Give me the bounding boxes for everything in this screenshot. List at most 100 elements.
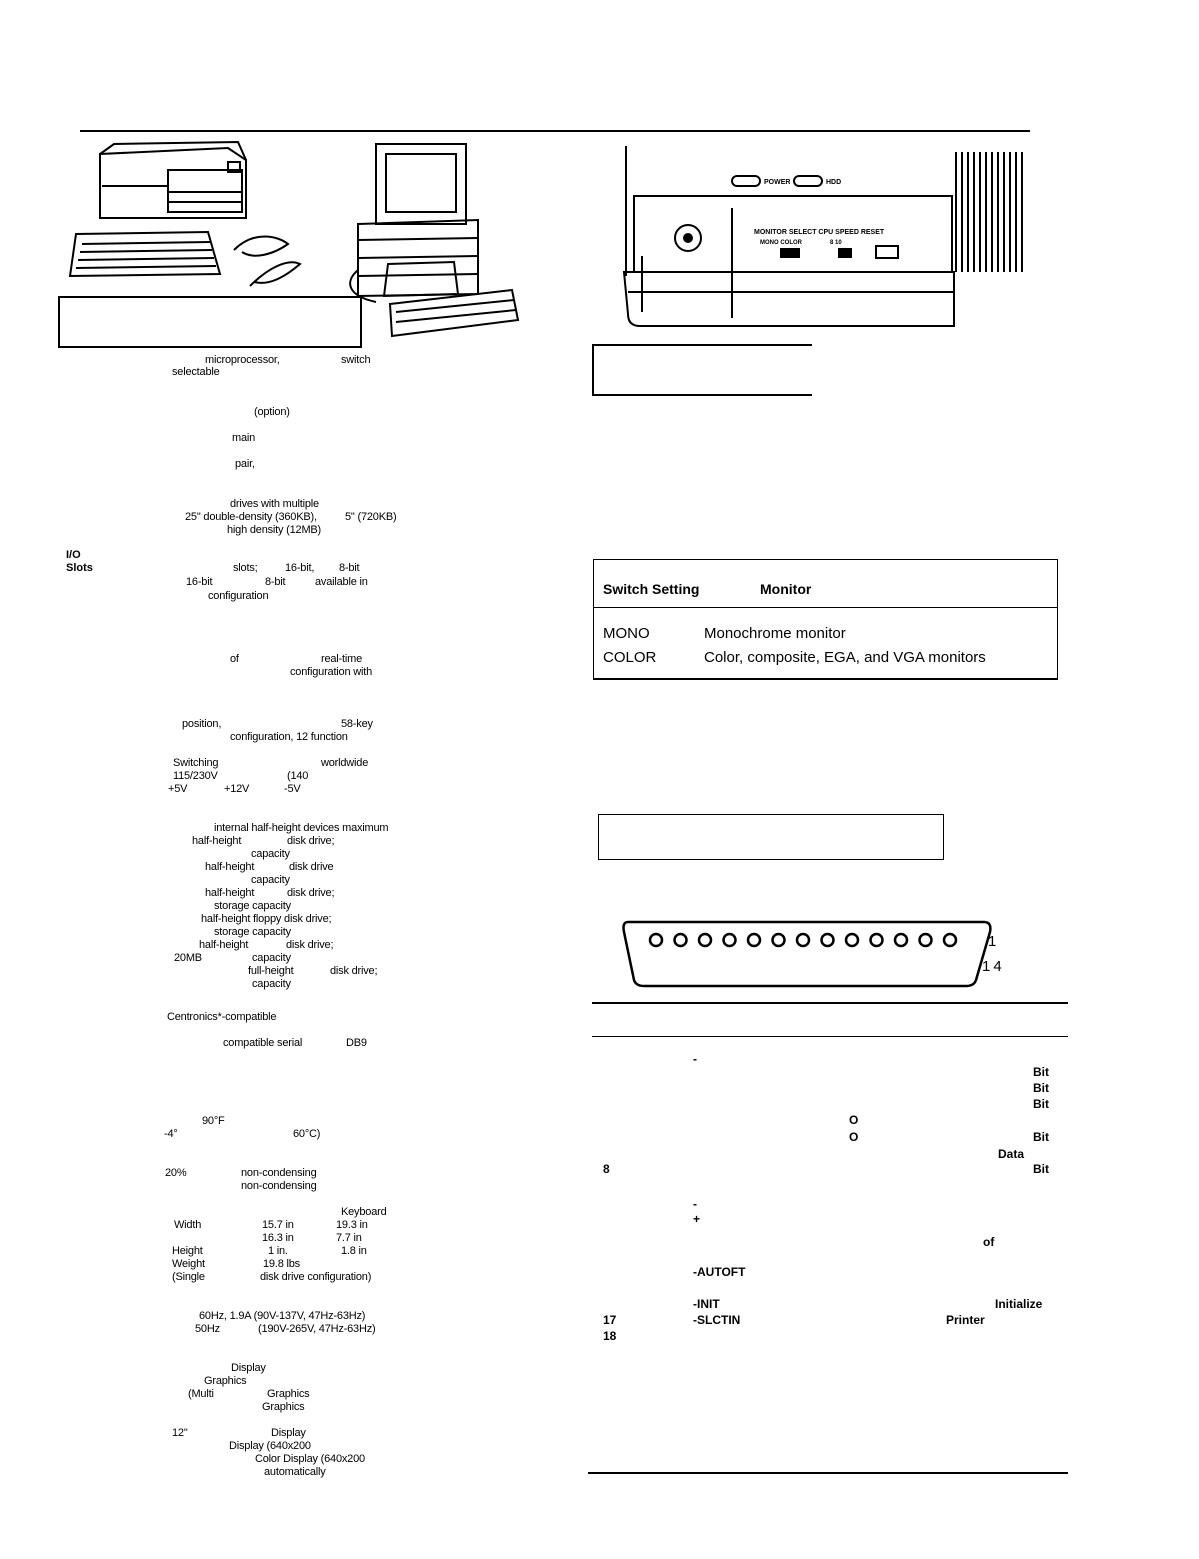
spec-text-65: 1 in. — [268, 1245, 288, 1257]
spec-text-2: selectable — [172, 366, 220, 378]
spec-text-50: compatible serial — [223, 1037, 303, 1049]
spec-text-74: Display — [231, 1362, 266, 1374]
ventilation-grille — [955, 152, 1023, 272]
spec-text-13: 16-bit — [186, 576, 213, 588]
spec-text-16: configuration — [208, 590, 269, 602]
spec-text-6: drives with multiple — [230, 498, 319, 510]
spec-text-1: switch — [341, 354, 371, 366]
spec-text-82: Color Display (640x200 — [255, 1453, 365, 1465]
spec-text-46: full-height — [248, 965, 294, 977]
pin-cell-19: 18 — [603, 1329, 617, 1343]
pin-cell-16: 17 — [603, 1313, 617, 1327]
pin-cell-14: -INIT — [693, 1297, 720, 1311]
spec-text-53: -4° — [164, 1128, 178, 1140]
spec-text-69: (Single — [172, 1271, 205, 1283]
pin-cell-15: Initialize — [995, 1297, 1043, 1311]
hdd-label: HDD — [826, 179, 841, 186]
spec-text-59: Width — [174, 1219, 202, 1231]
spec-text-45: capacity — [252, 952, 291, 964]
cpu-speed-switch[interactable] — [838, 248, 852, 258]
spec-text-10: slots; — [233, 562, 258, 574]
pin-cell-3: Bit — [1033, 1097, 1049, 1111]
spec-text-22: configuration, 12 function — [230, 731, 348, 743]
spec-text-5: pair, — [235, 458, 255, 470]
spec-text-40: half-height floppy disk drive; — [201, 913, 332, 925]
connector-caption-box — [598, 814, 944, 860]
spec-text-42: half-height — [199, 939, 249, 951]
pin-cell-0: - — [693, 1052, 697, 1066]
spec-text-32: disk drive; — [287, 835, 335, 847]
monitor-select-switch[interactable] — [780, 248, 800, 258]
spec-text-24: worldwide — [321, 757, 369, 769]
spec-text-47: disk drive; — [330, 965, 378, 977]
spec-text-58: Keyboard — [341, 1206, 387, 1218]
spec-text-77: Graphics — [267, 1388, 310, 1400]
connector-pin-1 — [648, 932, 664, 948]
table-row-color-setting: COLOR — [603, 649, 657, 666]
spec-text-3: (option) — [254, 406, 290, 418]
connector-pin-11 — [893, 932, 909, 948]
spec-text-7: 25" double-density (360KB), — [185, 511, 317, 523]
spec-text-39: storage capacity — [214, 900, 291, 912]
right-figure-caption-box — [592, 344, 812, 396]
spec-text-11: 16-bit, — [285, 562, 315, 574]
keyboard-icon — [68, 230, 222, 278]
table-row-color-monitor: Color, composite, EGA, and VGA monitors — [704, 649, 986, 666]
spec-text-15: available in — [315, 576, 368, 588]
table-header-rule — [594, 607, 1057, 608]
pin-cell-8: 8 — [603, 1162, 610, 1176]
spec-text-62: 16.3 in — [262, 1232, 294, 1244]
spec-text-51: DB9 — [346, 1037, 367, 1049]
spec-text-61: 19.3 in — [336, 1219, 368, 1231]
spec-text-31: half-height — [192, 835, 242, 847]
spec-text-70: disk drive configuration) — [260, 1271, 372, 1283]
power-label: POWER — [764, 179, 790, 186]
pin-cell-7: Data — [998, 1147, 1025, 1161]
connector-pin-10 — [869, 932, 884, 948]
connector-pin-12 — [918, 932, 933, 948]
spec-text-30: internal half-height devices maximum — [214, 822, 389, 834]
spec-text-76: (Multi — [188, 1388, 214, 1400]
connector-pin-5 — [746, 932, 762, 948]
connector-pin-9 — [844, 932, 860, 948]
connector-pin-6 — [771, 932, 786, 948]
reset-button[interactable] — [875, 245, 899, 259]
pin-cell-2: Bit — [1033, 1081, 1049, 1095]
spec-text-17: of — [230, 653, 239, 665]
pin-cell-18: Printer — [946, 1313, 985, 1327]
pin-cell-5: O — [849, 1130, 859, 1144]
table-header-setting: Switch Setting — [603, 581, 700, 597]
spec-text-54: 60°C) — [293, 1128, 321, 1140]
spec-text-44: 20MB — [174, 952, 202, 964]
spec-text-67: Weight — [172, 1258, 205, 1270]
pin-cell-10: - — [693, 1197, 697, 1211]
connector-pin-4 — [722, 932, 737, 948]
spec-text-63: 7.7 in — [336, 1232, 362, 1244]
spec-text-64: Height — [172, 1245, 203, 1257]
spec-text-43: disk drive; — [286, 939, 334, 951]
left-figure-caption-box — [58, 296, 362, 348]
spec-text-21: 58-key — [341, 718, 373, 730]
switch-setting-table: Switch Setting Monitor MONO Monochrome m… — [593, 559, 1058, 680]
spec-text-57: non-condensing — [241, 1180, 317, 1192]
table-row-mono-monitor: Monochrome monitor — [704, 625, 846, 642]
spec-text-14: 8-bit — [265, 576, 286, 588]
spec-text-12: 8-bit — [339, 562, 360, 574]
connector-pin-3 — [697, 932, 713, 948]
spec-text-83: automatically — [264, 1466, 326, 1478]
spec-text-35: disk drive — [289, 861, 334, 873]
connector-pin-8 — [820, 932, 835, 948]
spec-text-18: real-time — [321, 653, 362, 665]
desktop-unit-icon — [99, 140, 247, 219]
spec-text-68: 19.8 lbs — [263, 1258, 300, 1270]
spec-text-28: +12V — [224, 783, 250, 795]
spec-text-26: (140 — [287, 770, 309, 782]
spec-text-79: 12" — [172, 1427, 188, 1439]
speed-switch-options: 8 10 — [830, 240, 842, 246]
hdd-led-icon — [793, 175, 823, 187]
pin-1-label: 1 — [988, 933, 996, 950]
spec-text-29: -5V — [284, 783, 301, 795]
spec-text-19: configuration with — [290, 666, 373, 678]
spec-text-4: main — [232, 432, 256, 444]
spec-text-75: Graphics — [204, 1375, 247, 1387]
